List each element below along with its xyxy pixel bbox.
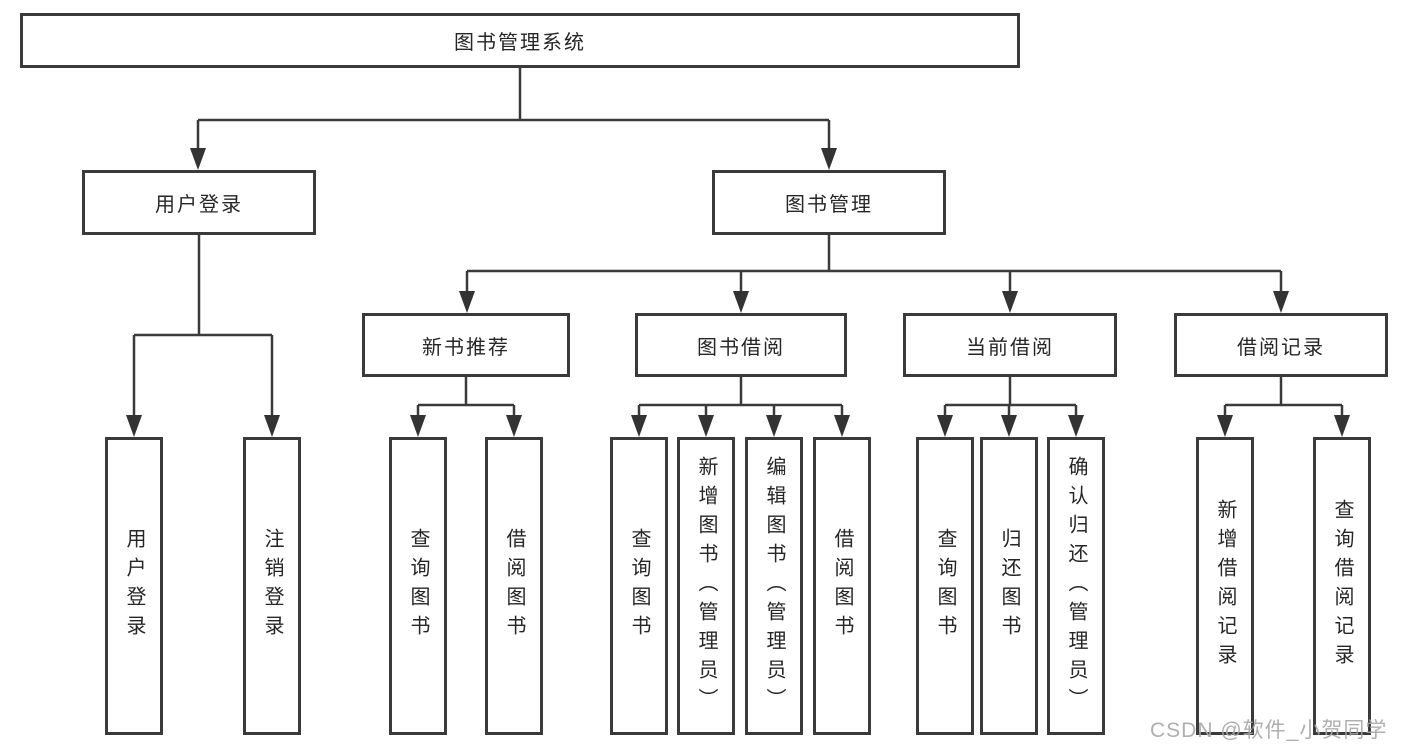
node-new-book-recommend: 新书推荐 — [362, 313, 570, 377]
leaf-return-books: 归还图书 — [980, 437, 1038, 735]
node-book-borrowing: 图书借阅 — [635, 313, 847, 377]
node-root-system: 图书管理系统 — [20, 13, 1020, 68]
node-user-login: 用户登录 — [82, 170, 316, 235]
leaf-borrow-books-recommend: 借阅图书 — [485, 437, 543, 735]
leaf-query-books-recommend: 查询图书 — [389, 437, 447, 735]
leaf-add-borrow-record: 新增借阅记录 — [1196, 437, 1254, 735]
node-book-management: 图书管理 — [712, 170, 946, 235]
arrowheads — [126, 148, 1350, 437]
leaf-edit-books-admin: 编辑图书（管理员） — [745, 437, 803, 735]
node-current-borrowing: 当前借阅 — [903, 313, 1117, 377]
node-borrowing-records: 借阅记录 — [1174, 313, 1388, 377]
leaf-logout: 注销登录 — [243, 437, 301, 735]
leaf-user-login: 用户登录 — [105, 437, 163, 735]
leaf-query-books-borrow: 查询图书 — [610, 437, 668, 735]
leaf-borrow-books: 借阅图书 — [813, 437, 871, 735]
leaf-query-books-current: 查询图书 — [916, 437, 974, 735]
leaf-query-borrow-record: 查询借阅记录 — [1313, 437, 1371, 735]
leaf-confirm-return-admin: 确认归还（管理员） — [1047, 437, 1105, 735]
csdn-watermark: CSDN @软件_小贺同学 — [1150, 719, 1388, 742]
leaf-add-books-admin: 新增图书（管理员） — [677, 437, 735, 735]
